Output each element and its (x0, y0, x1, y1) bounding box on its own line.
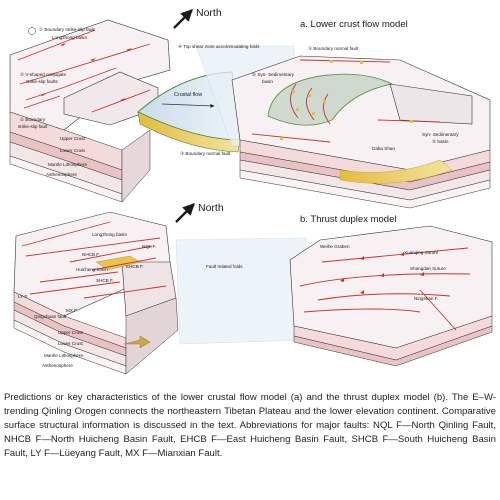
fault-fold-plane (175, 237, 307, 345)
east-block-b (289, 225, 493, 367)
label-mantle-b: Mantle Lithosphere (44, 353, 84, 358)
label-nql-f: NQL F. (142, 244, 156, 249)
label-asthenosphere-a: Asthenosphere (46, 172, 77, 177)
label-upper-crust-b: Upper Crust (58, 330, 83, 335)
label-upper-crust-a: Upper Crust (60, 136, 85, 141)
label-boundary-normal-bottom: ③ Boundary normal fault (180, 151, 231, 156)
label-syn-sed-2: basin (262, 79, 273, 84)
east-raised-box (389, 83, 473, 125)
label-xuanqing-suture: Xuanqing Suture (404, 250, 439, 255)
push-arrow-icon (123, 335, 151, 349)
east-b-faults (299, 247, 471, 331)
crustal-flow-base (137, 111, 241, 153)
panel-a-title: a. Lower crust flow model (300, 19, 408, 30)
north-label-b: North (198, 202, 224, 214)
figure: North a. Lower crust flow model (9, 7, 493, 375)
north-arrow-icon-b (175, 203, 195, 223)
label-top-shear-zone: ④ Top shear zone accommodating folds (178, 44, 260, 49)
label-mantle-a: Mantle Lithosphere (48, 162, 88, 167)
panel-b-title: b. Thrust duplex model (300, 214, 396, 225)
label-asthenosphere-b: Asthenosphere (42, 363, 73, 368)
label-longzhong-basin-b: Longzhong basin (92, 232, 127, 237)
label-boundary-strike-slip-top: ① Boundary strike-slip fault (39, 27, 95, 32)
label-qingchuan-fault: Qingchuan fault (34, 314, 67, 319)
label-crustal-flow: Crustal flow (174, 92, 202, 98)
panel-b: North b. Thrust duplex model (13, 202, 493, 375)
fault-arrows (40, 43, 132, 101)
label-syn-sed-1: ⑤ Syn- Sedimentary (252, 72, 295, 77)
label-longzhong-basin-a: Longzhong basin (52, 35, 87, 40)
east-asthenosphere (239, 169, 491, 209)
label-ly-f: LY F. (18, 294, 28, 299)
label-shcb-f: SHCB F. (96, 278, 114, 283)
north-arrow-icon (173, 9, 193, 29)
east-block (231, 55, 491, 209)
label-syn-sed-right-1: Syn- Sedimentary (422, 132, 459, 137)
west-block (9, 19, 171, 203)
panel-a: North a. Lower crust flow model (9, 7, 491, 209)
label-huicheng-basin: Huicheng basin (76, 267, 108, 272)
label-boundary-normal-top: ③ Boundary normal fault (308, 46, 359, 51)
label-nhcb-f: NHCB F. (82, 252, 100, 257)
label-weihe-graben: Weihe Graben (320, 244, 350, 249)
label-v-shaped-1: ② V-shaped conjugate (20, 72, 66, 77)
west-side-face (121, 129, 151, 203)
label-boundary-ss-left-2: strike-slip fault (18, 124, 48, 129)
normal-fault-ticks (280, 60, 413, 140)
circle-number-1 (28, 27, 36, 35)
label-shangdan-suture: Shangdan Suture (410, 266, 446, 271)
label-mx-f: MX F. (66, 308, 78, 313)
east-faults (251, 59, 441, 143)
west-b-faults (21, 221, 167, 299)
east-b-lower-crust (293, 325, 493, 367)
east-sediment-wedge (339, 159, 453, 184)
label-ehcb-f: EHCB F. (126, 264, 144, 269)
figure-caption: Predictions or key characteristics of th… (4, 392, 496, 459)
label-lower-crust-b: Lower Crust (58, 341, 83, 346)
label-v-shaped-2: strike-slip faults (26, 79, 58, 84)
crustal-flow-arrow-icon (161, 103, 215, 108)
label-fault-related-folds: Fault related folds (206, 264, 243, 269)
label-lower-crust-a: Lower Crust (60, 148, 85, 153)
thrust-teeth (340, 252, 424, 294)
label-syn-sed-right-2: ⑤ basin (432, 139, 449, 144)
north-label: North (196, 7, 222, 19)
west-b-side-face (125, 297, 179, 375)
label-boundary-ss-left-1: ① Boundary (20, 117, 46, 122)
label-daba-shan: Daba Shan (372, 146, 395, 151)
west-block-b (13, 211, 179, 375)
label-ningshan-f: Ningshan F. (414, 296, 438, 301)
